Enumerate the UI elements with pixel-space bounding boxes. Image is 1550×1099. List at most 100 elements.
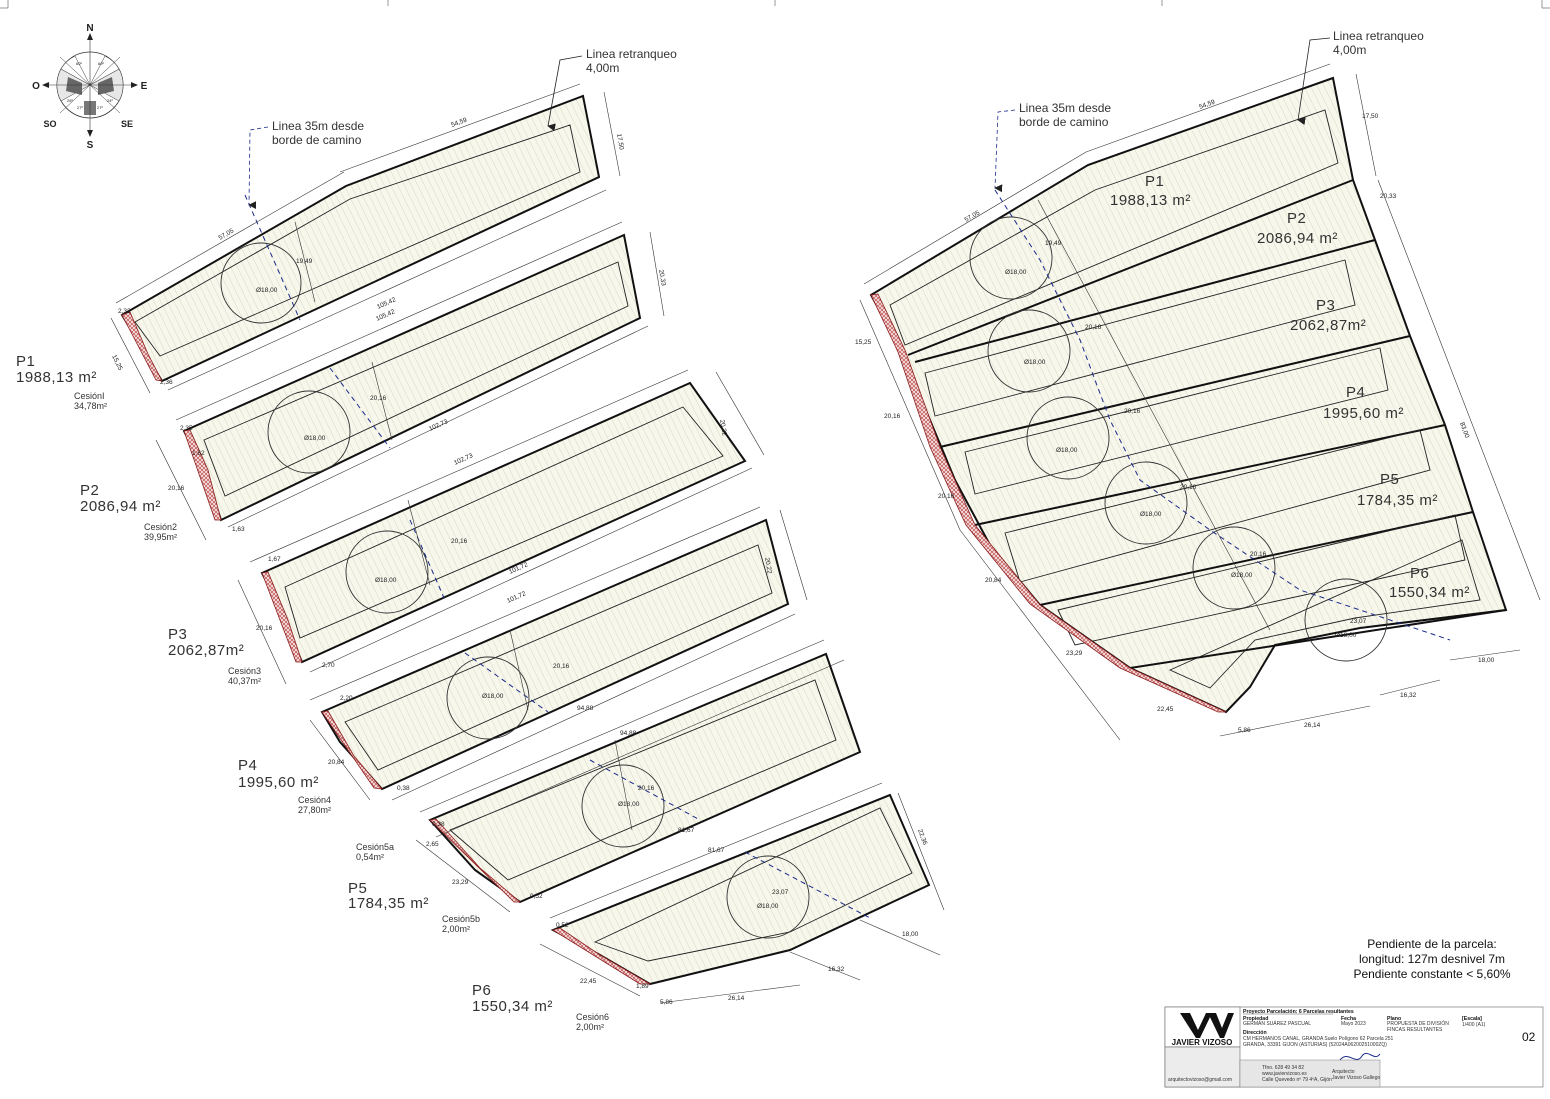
dim-label: 102,73 (453, 452, 474, 467)
circle-diameter: Ø18,00 (1005, 269, 1027, 276)
cession-label: Cesión2 (144, 522, 177, 532)
address-value: CM HERMANOS CANAL, GRANDA Suelo Polígono… (1243, 1036, 1394, 1042)
cession-label: Cesión5a (356, 842, 394, 852)
compass-east: E (141, 81, 148, 92)
date-label: Fecha (1341, 1016, 1356, 1022)
dim-label: 19,49 (1045, 240, 1062, 247)
setback-line-label: Linea retranqueo (1333, 29, 1424, 43)
compass-angle: 24º (107, 98, 113, 103)
parcel-label: P5 (1380, 471, 1399, 488)
road-line-label: Linea 35m desde (272, 119, 364, 133)
parcel-area: 1784,35 m² (1357, 492, 1438, 509)
dim-label: 20,84 (985, 577, 1002, 584)
scale-value: 1/400 (A1) (1462, 1022, 1486, 1028)
dim-label: 20,16 (168, 485, 185, 492)
road-line-label-2: borde de camino (272, 133, 362, 147)
dim-label: 20,22 (763, 557, 773, 575)
circle-diameter: Ø18,00 (304, 435, 326, 442)
dim-label: 1,89 (636, 983, 649, 990)
dim-label: 23,07 (1350, 618, 1367, 625)
project-label: Proyecto Parcelación: 6 Parcelas resulta… (1243, 1009, 1354, 1015)
slope-constant: Pendiente constante < 5,60% (1353, 967, 1510, 981)
sheet-frame (0, 0, 1550, 9)
compass-angle: 27º (77, 105, 83, 110)
dim-label: 17,50 (1362, 113, 1379, 120)
compass-west: O (32, 81, 40, 92)
parcel-label: P6 (472, 982, 491, 999)
dim-label: 0,52 (556, 922, 569, 929)
dim-label: 101,72 (506, 590, 527, 605)
dim-label: 16,32 (1400, 692, 1417, 699)
cession-area: 39,95m² (144, 532, 177, 542)
dim-label: 20,16 (1250, 551, 1267, 558)
circle-diameter: Ø18,00 (375, 577, 397, 584)
firm-logo: JAVIER VIZOSO (1172, 1013, 1234, 1047)
dim-label: 81,67 (708, 847, 725, 854)
parcel-p6-left: 22,36 81,67 23,07 18,00 16,32 26,14 22,4… (539, 782, 945, 1006)
parcel-label: P4 (1346, 384, 1365, 401)
dim-label: 20,33 (1380, 193, 1397, 200)
dim-label: 17,50 (615, 133, 625, 151)
parcel-p2-left: 105,42 20,33 20,16 102,73 20,16 2,35 1,6… (155, 221, 667, 541)
parcel-area: 2062,87m² (1290, 317, 1366, 334)
circle-diameter: Ø18,00 (1335, 632, 1357, 639)
dim-label: 15,25 (855, 339, 872, 346)
cession-label: CesiónI (74, 391, 105, 401)
dim-label: 20,16 (553, 663, 570, 670)
scale-label: [Escala] (1462, 1016, 1482, 1022)
dim-label: 105,42 (376, 296, 397, 311)
dim-label: 2,35 (180, 425, 193, 432)
dim-label: 0,52 (530, 893, 543, 900)
circle-diameter: Ø18,00 (1231, 572, 1253, 579)
parcel-p3-left: 102,73 20,22 20,16 101,72 20,16 1,67 2,7… (237, 369, 765, 685)
cession-area: 34,78m² (74, 401, 107, 411)
slope-length: longitud: 127m desnivel 7m (1359, 952, 1505, 966)
parcel-p4-left: 101,72 20,22 20,16 94,88 20,84 2,20 0,38… (309, 506, 808, 801)
dim-label: 81,67 (678, 827, 695, 834)
cession-label: Cesión4 (298, 795, 331, 805)
date-value: Mayo 2023 (1341, 1021, 1366, 1027)
dim-label: 0,38 (432, 821, 445, 828)
dim-label: 2,65 (426, 841, 439, 848)
compass-angle: 60º (98, 61, 104, 66)
contact-phone: Tfno. 628 49 34 82 (1262, 1065, 1304, 1071)
dim-label: 22,45 (1157, 706, 1174, 713)
dim-label: 23,07 (772, 889, 789, 896)
parcel-label: P2 (80, 482, 99, 499)
road-callout-right: Linea 35m desde borde de camino (994, 101, 1111, 193)
parcel-area: 1988,13 m² (1110, 192, 1191, 209)
dim-label: 2,70 (322, 662, 335, 669)
dim-label: 2,32 (118, 308, 131, 315)
compass-angle: 27º (97, 105, 103, 110)
left-plan-exploded-parcels: 57,05 54,59 17,50 19,49 105,42 15,25 2,3… (16, 47, 945, 1032)
parcel-area: 1550,34 m² (1389, 584, 1470, 601)
parcel-label: P1 (16, 353, 35, 370)
dim-label: 20,16 (370, 395, 387, 402)
dim-label: 23,29 (1066, 650, 1083, 657)
cession-area: 2,00m² (576, 1022, 604, 1032)
parcel-label: P4 (238, 757, 257, 774)
compass-angle: 60º (76, 61, 82, 66)
parcel-label: P1 (1145, 173, 1164, 190)
dim-label: 26,14 (1304, 722, 1321, 729)
road-line-label-2: borde de camino (1019, 115, 1109, 129)
address-value-2: GRANDA, 33391 GIJON (ASTURIAS) (52024A06… (1243, 1042, 1387, 1048)
parcel-area: 2062,87m² (168, 642, 244, 659)
setback-callout-right: Linea retranqueo 4,00m (1297, 29, 1424, 126)
parcel-p5-left: 94,88 20,16 81,67 23,29 0,38 2,65 0,52 Ø… (415, 639, 862, 913)
cession-area: 40,37m² (228, 676, 261, 686)
owner-label: Propiedad (1243, 1016, 1268, 1022)
circle-diameter: Ø18,00 (1140, 511, 1162, 518)
road-line-label: Linea 35m desde (1019, 101, 1111, 115)
dim-label: 20,16 (1124, 408, 1141, 415)
parcel-label: P2 (1287, 210, 1306, 227)
dim-label: 20,16 (884, 413, 901, 420)
circle-diameter: Ø18,00 (757, 903, 779, 910)
parcel-area: 2086,94 m² (1257, 230, 1338, 247)
address-label: Dirección (1243, 1030, 1267, 1036)
compass-southeast: SE (121, 119, 133, 129)
parcel-area: 1550,34 m² (472, 998, 553, 1015)
compass-southwest: SO (43, 119, 56, 129)
compass-south: S (87, 140, 94, 151)
